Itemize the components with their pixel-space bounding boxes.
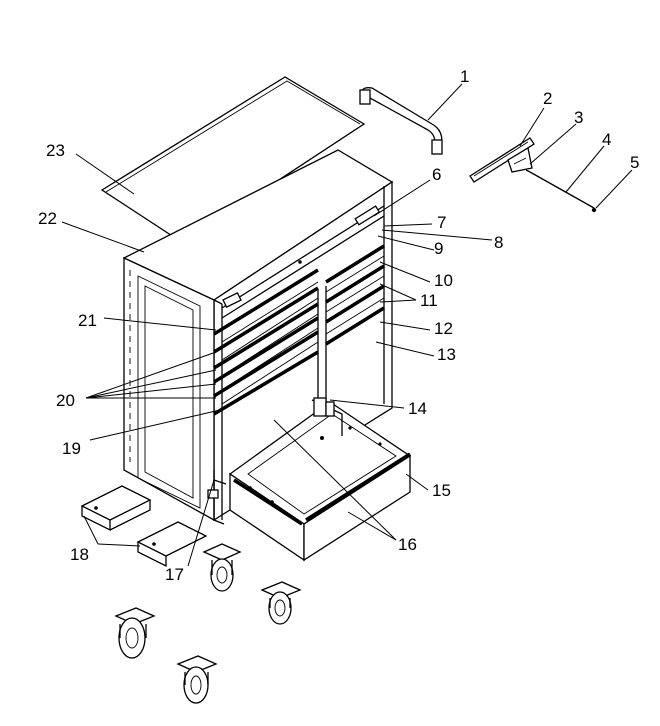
bottom-drawer-part (228, 397, 412, 562)
callout-1: 1 (460, 67, 469, 86)
rod-part (525, 169, 597, 213)
callout-6: 6 (432, 165, 441, 184)
callout-4: 4 (602, 130, 611, 149)
callout-13: 13 (437, 345, 456, 364)
callout-12: 12 (434, 319, 453, 338)
callout-22: 22 (38, 209, 57, 228)
callout-2: 2 (543, 89, 552, 108)
callout-19: 19 (62, 439, 81, 458)
base-bracket-part (80, 485, 208, 568)
callout-16: 16 (398, 535, 417, 554)
callout-labels: 1 2 3 4 5 6 7 8 9 10 11 12 13 14 15 16 1… (38, 67, 639, 584)
caster-part (114, 543, 302, 704)
top-mat-part (100, 76, 366, 244)
callout-3: 3 (574, 108, 583, 127)
handle-part (359, 87, 443, 155)
callout-23: 23 (46, 141, 65, 160)
callout-7: 7 (437, 213, 446, 232)
callout-8: 8 (494, 233, 503, 252)
callout-14: 14 (408, 399, 427, 418)
callout-20: 20 (56, 391, 75, 410)
callout-17: 17 (165, 565, 184, 584)
callout-5: 5 (630, 153, 639, 172)
right-drawer-stack (325, 244, 385, 346)
callout-15: 15 (432, 481, 451, 500)
callout-9: 9 (434, 239, 443, 258)
left-drawer-stack (213, 268, 319, 416)
callout-10: 10 (434, 271, 453, 290)
side-bracket-part (469, 137, 535, 183)
callout-18: 18 (70, 545, 89, 564)
callout-21: 21 (78, 311, 97, 330)
leader-lines (61, 83, 633, 567)
drawer-slide-part (207, 470, 227, 525)
callout-11: 11 (420, 291, 438, 310)
